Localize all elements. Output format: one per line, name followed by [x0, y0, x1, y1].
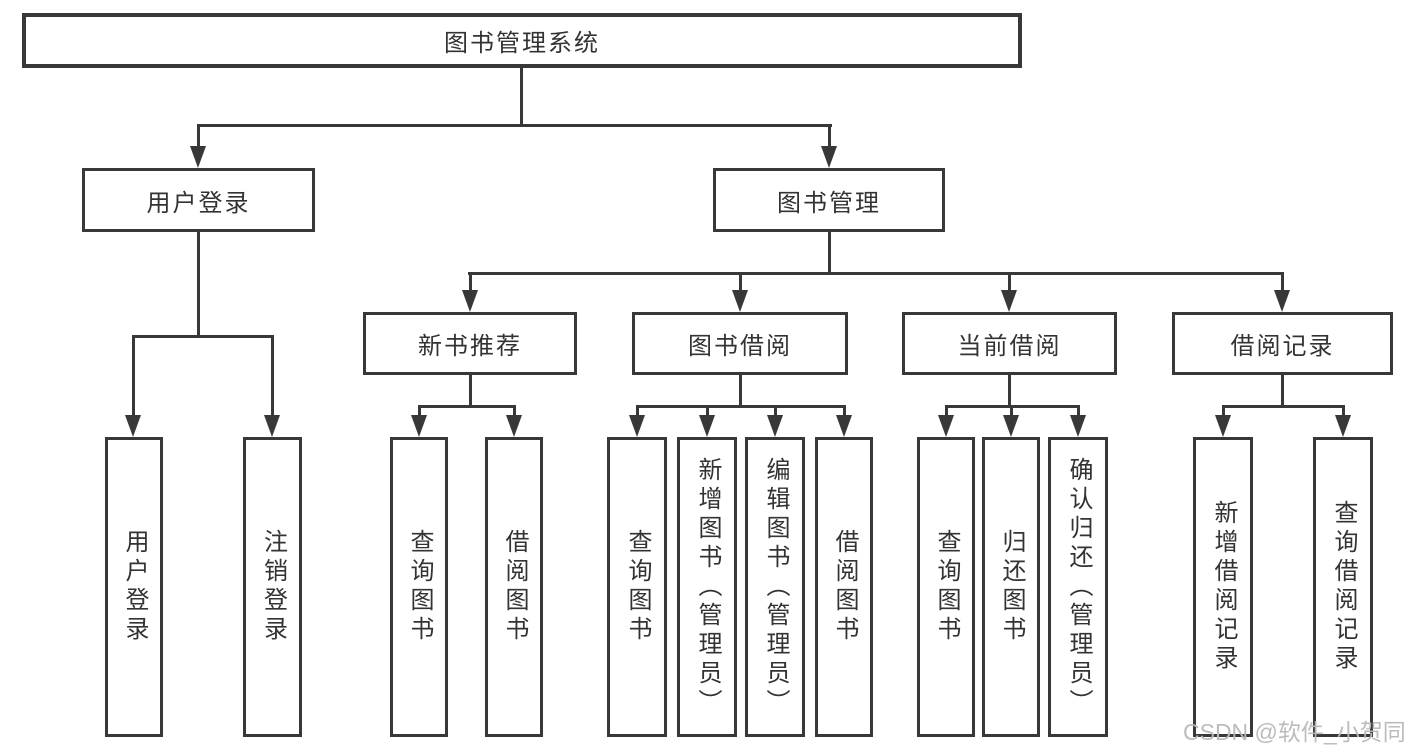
connector-line: [418, 405, 516, 408]
node-label: 新书推荐: [418, 333, 522, 360]
connector-line: [1008, 375, 1011, 405]
arrow-down-icon: [462, 290, 478, 312]
arrow-down-icon: [836, 415, 852, 437]
connector-line: [1222, 405, 1225, 415]
connector-line: [828, 232, 831, 272]
leaf-query-books-current: 查询图书: [917, 437, 975, 737]
node-label: 图书管理系统: [444, 30, 600, 57]
arrow-down-icon: [1274, 290, 1290, 312]
connector-line: [469, 375, 472, 405]
arrow-down-icon: [732, 290, 748, 312]
leaf-query-borrow-record: 查询借阅记录: [1313, 437, 1373, 737]
arrow-down-icon: [506, 415, 522, 437]
leaf-query-books-recommend: 查询图书: [390, 437, 448, 737]
connector-line: [520, 68, 523, 124]
connector-line: [1281, 272, 1284, 290]
arrow-down-icon: [125, 415, 141, 437]
connector-line: [828, 124, 831, 146]
connector-line: [636, 405, 845, 408]
leaf-add-books-admin: 新增图书（管理员）: [677, 437, 737, 737]
arrow-down-icon: [629, 415, 645, 437]
connector-line: [197, 124, 832, 127]
connector-line: [1008, 272, 1011, 290]
leaf-query-books-borrowing: 查询图书: [607, 437, 667, 737]
connector-line: [132, 335, 135, 415]
leaf-edit-books-admin: 编辑图书（管理员）: [745, 437, 805, 737]
node-label: 查询图书: [406, 529, 433, 645]
node-label: 借阅记录: [1230, 333, 1335, 360]
connector-line: [1077, 405, 1080, 415]
arrow-down-icon: [699, 415, 715, 437]
node-library-management-system: 图书管理系统: [22, 13, 1022, 68]
arrow-down-icon: [767, 415, 783, 437]
node-label: 用户登录: [121, 529, 148, 645]
leaf-borrow-books: 借阅图书: [815, 437, 873, 737]
arrow-down-icon: [1335, 415, 1351, 437]
node-label: 编辑图书（管理员）: [762, 456, 789, 718]
node-label: 借阅图书: [831, 529, 858, 645]
node-label: 图书借阅: [688, 333, 792, 360]
connector-line: [945, 405, 948, 415]
node-label: 当前借阅: [957, 333, 1062, 360]
node-borrowing-records: 借阅记录: [1172, 312, 1393, 375]
leaf-return-books: 归还图书: [982, 437, 1040, 737]
node-current-borrowing: 当前借阅: [902, 312, 1117, 375]
connector-line: [774, 405, 777, 415]
node-new-book-recommend: 新书推荐: [363, 312, 577, 375]
connector-line: [468, 272, 1284, 275]
arrow-down-icon: [1001, 290, 1017, 312]
arrow-down-icon: [1070, 415, 1086, 437]
connector-line: [706, 405, 709, 415]
node-label: 新增借阅记录: [1210, 500, 1237, 674]
arrow-down-icon: [264, 415, 280, 437]
connector-line: [843, 405, 846, 415]
node-label: 查询借阅记录: [1330, 500, 1357, 674]
connector-line: [469, 272, 472, 290]
connector-line: [418, 405, 421, 415]
node-label: 查询图书: [933, 529, 960, 645]
connector-line: [1342, 405, 1345, 415]
node-label: 用户登录: [146, 189, 251, 217]
node-label: 归还图书: [998, 529, 1025, 645]
node-book-borrowing: 图书借阅: [632, 312, 848, 375]
leaf-add-borrow-record: 新增借阅记录: [1193, 437, 1253, 737]
connector-line: [1281, 375, 1284, 405]
leaf-borrow-books-recommend: 借阅图书: [485, 437, 543, 737]
node-label: 注销登录: [259, 529, 287, 645]
node-label: 查询图书: [624, 529, 651, 645]
connector-line: [636, 405, 639, 415]
arrow-down-icon: [1003, 415, 1019, 437]
csdn-watermark: CSDN @软件_小贺同学: [1183, 719, 1405, 745]
arrow-down-icon: [411, 415, 427, 437]
arrow-down-icon: [1215, 415, 1231, 437]
connector-line: [1010, 405, 1013, 415]
connector-line: [132, 335, 274, 338]
arrow-down-icon: [190, 146, 206, 168]
connector-line: [197, 124, 200, 146]
connector-line: [1222, 405, 1344, 408]
node-label: 借阅图书: [501, 529, 528, 645]
connector-line: [513, 405, 516, 415]
node-book-management: 图书管理: [713, 168, 945, 232]
connector-line: [739, 375, 742, 405]
leaf-confirm-return-admin: 确认归还（管理员）: [1048, 437, 1108, 737]
connector-line: [271, 335, 274, 415]
node-label: 图书管理: [777, 189, 881, 217]
leaf-logout: 注销登录: [243, 437, 302, 737]
connector-line: [739, 272, 742, 290]
node-label: 新增图书（管理员）: [694, 456, 721, 718]
arrow-down-icon: [938, 415, 954, 437]
connector-line: [197, 232, 200, 335]
node-user-login: 用户登录: [82, 168, 315, 232]
arrow-down-icon: [821, 146, 837, 168]
node-label: 确认归还（管理员）: [1065, 456, 1092, 718]
leaf-user-login: 用户登录: [105, 437, 163, 737]
